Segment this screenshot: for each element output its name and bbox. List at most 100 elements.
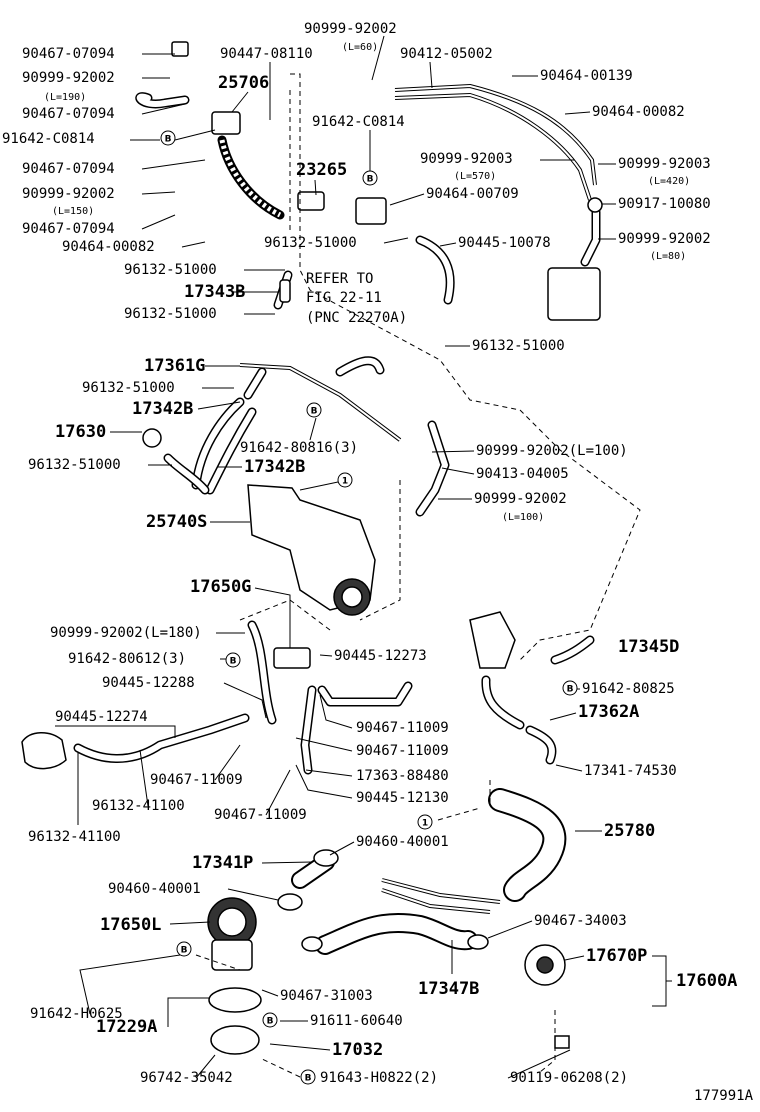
- part-label: 91642-C0814: [312, 114, 405, 130]
- part-label: 17343B: [184, 282, 245, 302]
- part-label: 17341P: [192, 853, 253, 873]
- part-label: (L=420): [648, 176, 690, 187]
- part-label: 90413-04005: [476, 466, 569, 482]
- part-label: 17600A: [676, 971, 737, 991]
- part-label: FIG 22-11: [306, 290, 382, 306]
- badge-letter: B: [305, 1074, 312, 1084]
- part-label: 96132-51000: [124, 262, 217, 278]
- part-label: 91642-80825: [582, 681, 675, 697]
- pipe-assembly: [381, 878, 501, 904]
- part-label: (L=60): [342, 42, 378, 53]
- clamp-90467-34003: [467, 934, 489, 950]
- part-label: 90467-11009: [356, 720, 449, 736]
- part-label: 96132-41100: [92, 798, 185, 814]
- part-label: 91642-C0814: [2, 131, 95, 147]
- part-label: 23265: [296, 160, 347, 180]
- part-label: (L=190): [44, 92, 86, 103]
- part-label: 90999-92003: [420, 151, 513, 167]
- part-label: 17363-88480: [356, 768, 449, 784]
- part-label: 17229A: [96, 1017, 157, 1037]
- callout-badge: B: [306, 402, 322, 418]
- intake-end: [21, 732, 67, 770]
- part-label: 17630: [55, 422, 106, 442]
- valve-body-17032: [210, 1025, 260, 1055]
- vsv-top-part: [171, 41, 189, 57]
- part-label: 90467-07094: [22, 46, 115, 62]
- part-label: (PNC 22270A): [306, 310, 407, 326]
- part-label: 90447-08110: [220, 46, 313, 62]
- part-label: 91611-60640: [310, 1013, 403, 1029]
- part-label: 17670P: [586, 946, 647, 966]
- part-label: 90464-00139: [540, 68, 633, 84]
- vsv-17650g: [273, 647, 311, 669]
- part-label: 91643-H0822(2): [320, 1070, 438, 1086]
- badge-letter: 1: [422, 819, 428, 829]
- part-label: 90464-00082: [592, 104, 685, 120]
- bolt-90119: [554, 1035, 570, 1049]
- part-label: 90467-07094: [22, 221, 115, 237]
- badge-letter: B: [165, 135, 172, 145]
- part-number-labels: 90467-07094 90999-92002 (L=190) 90467-07094…: [2, 21, 754, 1104]
- part-label: (L=150): [52, 206, 94, 217]
- part-label: REFER TO: [306, 271, 373, 287]
- badge-letter: B: [267, 1017, 274, 1027]
- filter-23265: [297, 191, 325, 211]
- callout-badge: B: [562, 680, 578, 696]
- part-label: 90999-92002: [474, 491, 567, 507]
- part-label: 90460-40001: [356, 834, 449, 850]
- part-label: 17361G: [144, 356, 205, 376]
- badge-letter: B: [367, 175, 374, 185]
- part-label: 91642-80816(3): [240, 440, 358, 456]
- part-label: 96132-51000: [82, 380, 175, 396]
- part-label: 90467-11009: [214, 807, 307, 823]
- part-label: 91642-H0625: [30, 1006, 123, 1022]
- canister: [547, 267, 601, 321]
- part-label: 96132-51000: [28, 457, 121, 473]
- part-label: 90999-92002(L=180): [50, 625, 202, 641]
- badge-letter: B: [230, 657, 237, 667]
- callout-badge: B: [160, 130, 176, 146]
- callout-badge: B: [176, 941, 192, 957]
- part-label: (L=80): [650, 251, 686, 262]
- part-label: (L=100): [502, 512, 544, 523]
- part-label: 90445-12274: [55, 709, 148, 725]
- badge-letter: B: [311, 407, 318, 417]
- leader-lines: [55, 35, 672, 1079]
- part-label: 90999-92002: [304, 21, 397, 37]
- callout-badge: B: [362, 170, 378, 186]
- part-label: 90445-12130: [356, 790, 449, 806]
- part-label: 90467-34003: [534, 913, 627, 929]
- badge-letter: B: [181, 946, 188, 956]
- part-label: 17650L: [100, 915, 161, 935]
- part-label: 17650G: [190, 577, 251, 597]
- part-label: 17362A: [578, 702, 639, 722]
- part-label: 90119-06208(2): [510, 1070, 628, 1086]
- callout-badge: B: [262, 1012, 278, 1028]
- part-label: 96132-51000: [124, 306, 217, 322]
- part-label: 91642-80612(3): [68, 651, 186, 667]
- part-label: 90467-11009: [150, 772, 243, 788]
- clamp-17343b: [279, 279, 291, 303]
- part-label: 17345D: [618, 637, 679, 657]
- part-label: 17032: [332, 1040, 383, 1060]
- sensor-17630: [142, 428, 162, 448]
- part-label: 17347B: [418, 979, 479, 999]
- part-label: 90445-12288: [102, 675, 195, 691]
- part-label: 90999-92002: [618, 231, 711, 247]
- vsv-center: [355, 197, 387, 225]
- part-label: 96132-51000: [264, 235, 357, 251]
- part-label: 25740S: [146, 512, 207, 532]
- part-label: 25706: [218, 73, 269, 93]
- clamp-90460-a: [277, 893, 303, 911]
- part-label: 90445-12273: [334, 648, 427, 664]
- part-label: 90445-10078: [458, 235, 551, 251]
- part-label: 90999-92003: [618, 156, 711, 172]
- part-label: 17341-74530: [584, 763, 677, 779]
- part-label: 90464-00709: [426, 186, 519, 202]
- part-label: 90467-11009: [356, 743, 449, 759]
- callout-badge: B: [225, 652, 241, 668]
- badge-letter: B: [567, 685, 574, 695]
